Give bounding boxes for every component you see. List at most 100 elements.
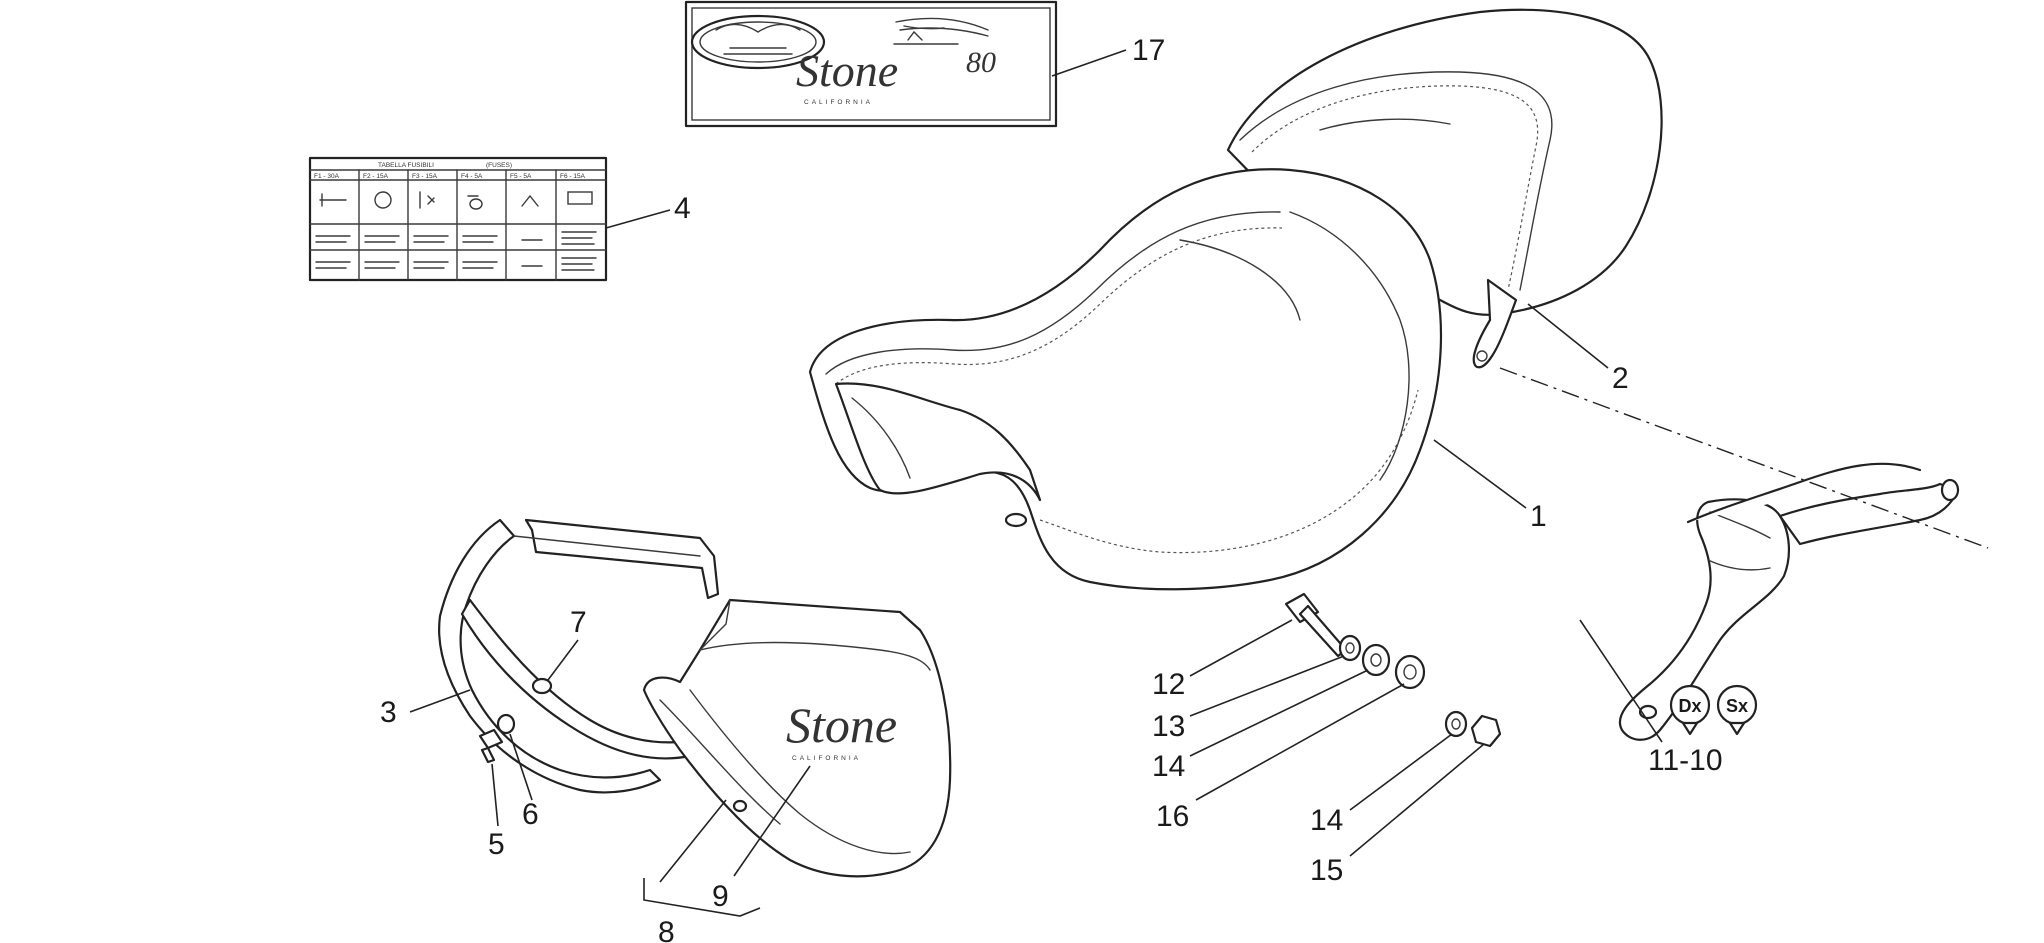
support-bracket-end-hole (1940, 478, 1960, 502)
callout-numbers: 17 4 2 1 3 5 6 7 8 9 11-10 12 13 14 16 1… (380, 34, 1723, 943)
screw-shank-5 (480, 746, 496, 764)
leader-11-10 (1579, 619, 1663, 743)
callout-14b: 14 (1310, 804, 1343, 837)
washer-14 (1361, 643, 1391, 677)
eagle-80-logo-icon (895, 17, 989, 37)
side-cover-shell (642, 598, 952, 878)
leader-9 (733, 765, 811, 877)
oval-text-lines (723, 47, 793, 55)
assembly-axis-line (1499, 367, 1989, 549)
callout-11-10: 11-10 (1648, 744, 1723, 777)
rider-seat-underside (834, 382, 1042, 502)
leader-15 (1349, 743, 1485, 857)
washer-13 (1338, 634, 1362, 662)
leader-16 (1195, 683, 1405, 801)
decal-inner-frame (691, 7, 1051, 121)
washer-6 (496, 713, 516, 735)
bolt-shank (1298, 604, 1348, 658)
eagle-80-body (893, 30, 959, 45)
leader-12 (1189, 619, 1293, 677)
leader-5 (491, 763, 499, 827)
fuse-header-2: F2 - 15A (363, 173, 389, 180)
leader-3 (409, 689, 471, 713)
leader-2 (1527, 303, 1609, 369)
fuse-header-3: F3 - 15A (412, 173, 438, 180)
eagle-oval-logo-icon (690, 14, 826, 70)
callout-15: 15 (1310, 854, 1343, 887)
fuse-icon-1 (319, 193, 347, 207)
callout-12: 12 (1152, 668, 1185, 701)
rider-seat-front-ridge (825, 211, 1281, 375)
callout-8: 8 (658, 916, 675, 943)
seat-bracket-tab (1472, 278, 1518, 369)
eagle-oval-inner (699, 21, 817, 63)
hardware-parts (1284, 592, 1502, 748)
seat-support-bracket (1618, 462, 1960, 741)
eagle-wings-icon (715, 23, 801, 33)
spacer-16 (1394, 654, 1426, 690)
sx-badge-text: Sx (1726, 696, 1748, 716)
leader-lines (409, 49, 1663, 917)
fuse-header-5: F5 - 5A (510, 173, 532, 180)
side-cover-grommet (732, 799, 748, 813)
nut-15 (1470, 714, 1502, 748)
leader-7 (547, 639, 579, 681)
leader-17 (1051, 49, 1127, 77)
rider-seat-stitch-top (835, 227, 1283, 385)
fuse-header-1: F1 - 30A (314, 173, 340, 180)
frame-grommet-7 (531, 677, 553, 695)
fuse-header-6: F6 - 15A (560, 173, 586, 180)
passenger-seat-ridge (1239, 71, 1553, 291)
decal-stone-script: Stone (796, 45, 898, 96)
callout-17: 17 (1132, 34, 1165, 67)
bracket-hole (1476, 350, 1488, 362)
leader-8-bracket (643, 878, 761, 917)
callout-4: 4 (674, 192, 691, 225)
rider-seat-mount-hole (1004, 512, 1028, 528)
leader-8 (659, 799, 727, 883)
dx-badge-text: Dx (1678, 696, 1701, 716)
fuse-icon-2 (374, 191, 392, 209)
passenger-seat-stitch (1251, 85, 1539, 291)
leader-1 (1433, 439, 1527, 509)
leader-13 (1189, 655, 1345, 717)
callout-9: 9 (712, 880, 729, 913)
callout-7: 7 (570, 606, 587, 639)
fuse-label-title-en: (FUSES) (486, 162, 512, 169)
washer-14-lower (1444, 710, 1468, 738)
decal-80-text: 80 (966, 46, 996, 79)
screw-head-5 (478, 728, 504, 750)
side-cover: Stone CALIFORNIA (642, 598, 952, 878)
leader-14b (1349, 733, 1453, 811)
rider-seat (808, 168, 1443, 591)
fuse-icon-3 (419, 191, 435, 209)
frame-outer-rail (438, 518, 662, 794)
fuse-icon-6 (567, 191, 593, 205)
callout-1: 1 (1530, 500, 1547, 533)
decal-sticker: 80 Stone CALIFORNIA (684, 0, 1058, 128)
fuse-icon-5 (521, 194, 539, 207)
side-cover-stone-script: Stone (786, 697, 897, 753)
support-bracket-flange (1686, 462, 1922, 524)
side-cover-frame (438, 518, 720, 794)
rider-seat-rear-edge (1289, 211, 1410, 481)
fuse-header-4: F4 - 5A (461, 173, 483, 180)
callout-2: 2 (1612, 362, 1629, 395)
side-badges: Dx Sx (1669, 684, 1758, 736)
callout-6: 6 (522, 798, 539, 831)
leader-4 (605, 209, 671, 229)
rider-seat-stitch-side (1039, 389, 1419, 554)
support-bracket-body (1618, 498, 1791, 741)
fuse-label-title: TABELLA FUSIBILI (378, 162, 434, 169)
leader-6 (509, 733, 533, 801)
frame-top-handle (524, 518, 720, 600)
callout-16: 16 (1156, 800, 1189, 833)
leader-14a (1189, 669, 1369, 757)
side-cover-california-text: CALIFORNIA (792, 755, 861, 762)
decal-california-text: CALIFORNIA (804, 99, 873, 106)
callout-14a: 14 (1152, 750, 1185, 783)
callout-3: 3 (380, 696, 397, 729)
callout-13: 13 (1152, 710, 1185, 743)
fuse-table-label: TABELLA FUSIBILI (FUSES) F1 - 30A F2 - 1… (308, 156, 608, 282)
